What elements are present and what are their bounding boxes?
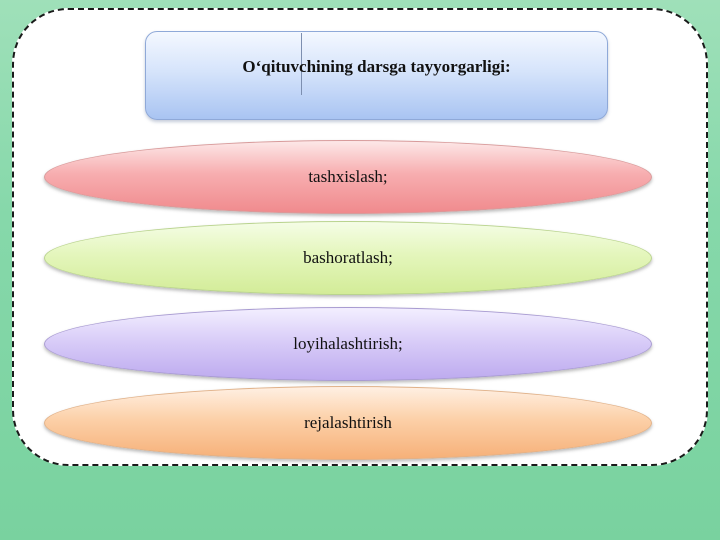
- ellipse-item-bashoratlash: bashoratlash;: [44, 221, 652, 295]
- ellipse-item-tashxislash: tashxislash;: [44, 140, 652, 214]
- diagram-title: O‘qituvchining darsga tayyorgarligi:: [242, 57, 511, 76]
- ellipse-label: loyihalashtirish;: [293, 334, 403, 353]
- ellipse-item-loyihalashtirish: loyihalashtirish;: [44, 307, 652, 381]
- title-divider-line: [301, 33, 302, 95]
- ellipse-label: tashxislash;: [308, 167, 388, 186]
- ellipse-item-rejalashtirish: rejalashtirish: [44, 386, 652, 460]
- title-box: [145, 31, 608, 120]
- ellipse-label: bashoratlash;: [303, 248, 393, 267]
- ellipse-label: rejalashtirish: [304, 413, 392, 432]
